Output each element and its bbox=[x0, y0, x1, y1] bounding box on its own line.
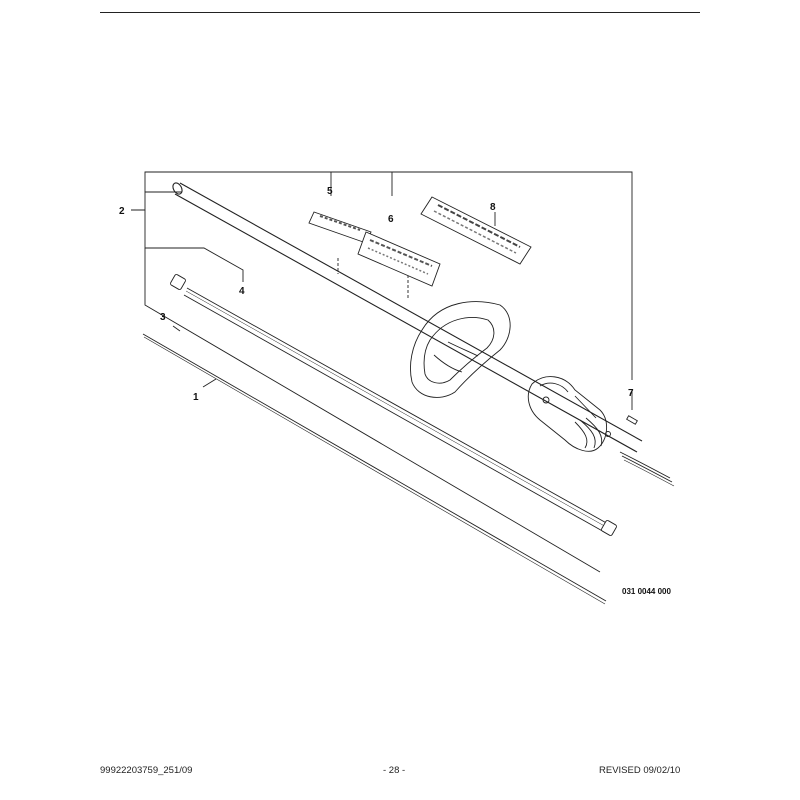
pin-7 bbox=[626, 415, 638, 425]
tube-liner bbox=[183, 287, 611, 534]
loop-handle bbox=[410, 301, 511, 398]
decal-6 bbox=[357, 231, 441, 287]
main-tube bbox=[172, 182, 643, 453]
callout-8: 8 bbox=[490, 202, 496, 213]
callout-1: 1 bbox=[193, 392, 199, 403]
throttle-housing bbox=[527, 376, 611, 452]
leader-lines bbox=[131, 171, 633, 573]
footer-revision-date: REVISED 09/02/10 bbox=[599, 765, 681, 776]
footer-document-number: 99922203759_251/09 bbox=[100, 765, 193, 776]
callout-2: 2 bbox=[119, 206, 125, 217]
decal-8 bbox=[420, 196, 532, 265]
bushing-upper bbox=[170, 274, 186, 290]
callout-7: 7 bbox=[628, 388, 634, 399]
bushing-lower bbox=[601, 520, 617, 536]
callout-4: 4 bbox=[239, 286, 245, 297]
drive-shaft bbox=[142, 333, 607, 605]
callout-5: 5 bbox=[327, 186, 333, 197]
figure-number: 031 0044 000 bbox=[622, 587, 671, 596]
decal-5 bbox=[308, 211, 372, 244]
callout-labels: 1 2 3 4 5 6 7 8 031 0044 000 bbox=[119, 186, 671, 596]
callout-3: 3 bbox=[160, 312, 166, 323]
callout-6: 6 bbox=[388, 214, 394, 225]
top-rule bbox=[100, 12, 700, 13]
footer-page-number: - 28 - bbox=[383, 765, 406, 776]
cable bbox=[619, 451, 675, 487]
